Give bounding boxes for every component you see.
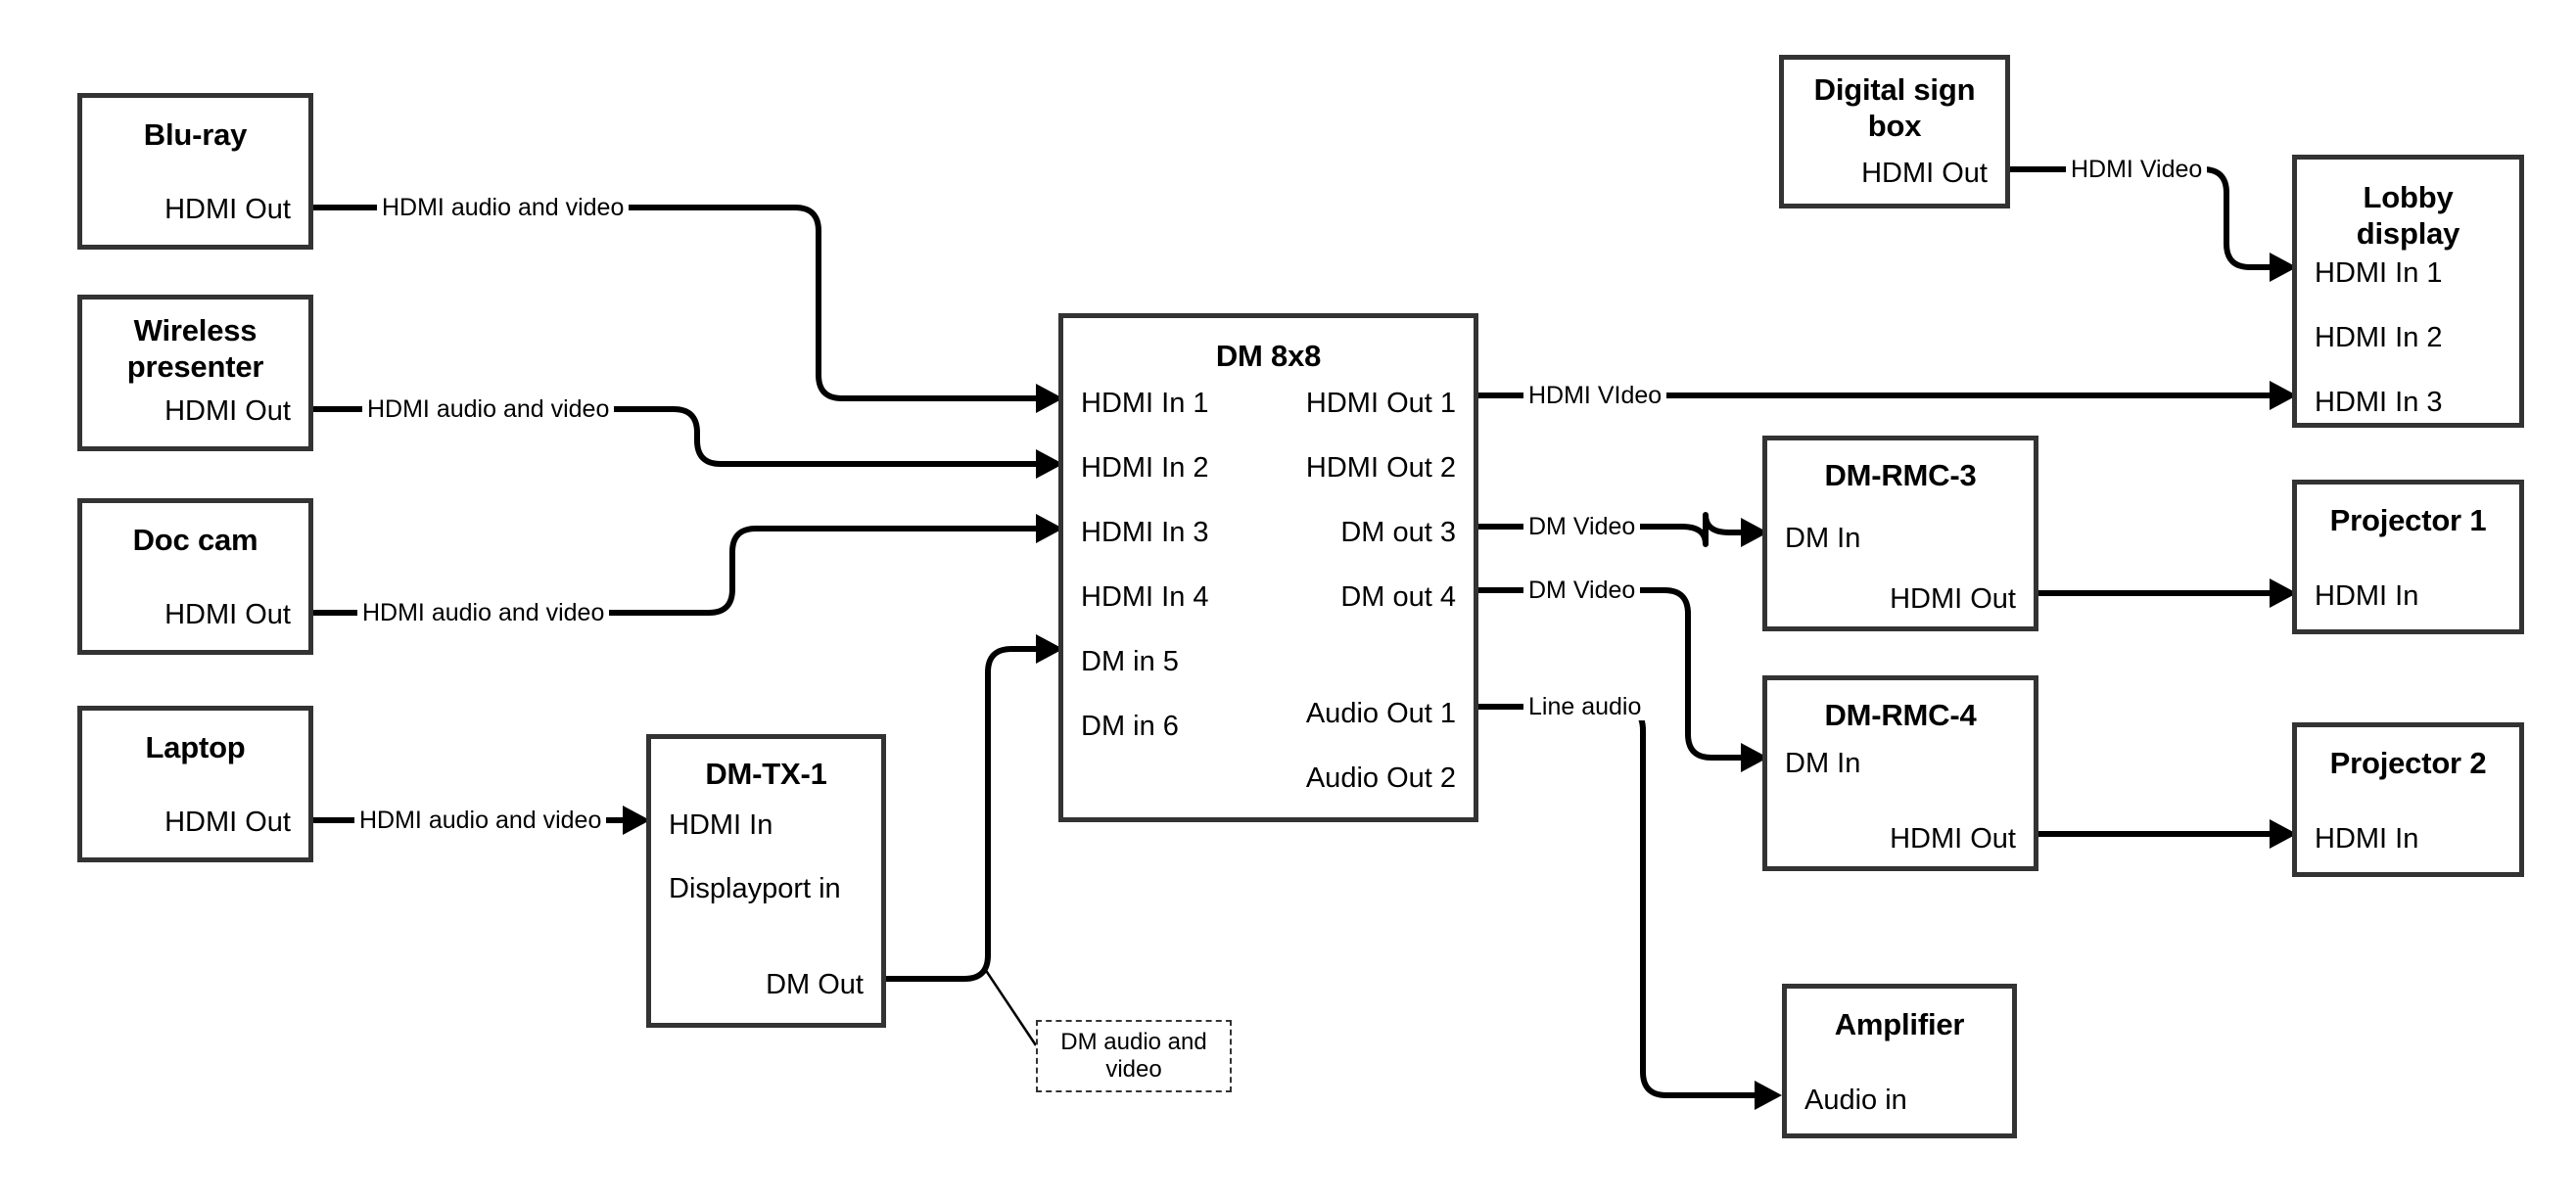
- node-lobby-display-port-hdmi-in-2[interactable]: HDMI In 2: [2315, 322, 2443, 353]
- node-lobby-display[interactable]: Lobby display HDMI In 1 HDMI In 2 HDMI I…: [2292, 155, 2524, 428]
- node-laptop-port-hdmi-out[interactable]: HDMI Out: [164, 807, 291, 838]
- node-dm-tx-1-title: DM-TX-1: [705, 757, 827, 791]
- node-dm-rmc-3-port-dm-in[interactable]: DM In: [1785, 523, 1861, 554]
- node-doc-cam-port-hdmi-out[interactable]: HDMI Out: [164, 599, 291, 630]
- node-doc-cam[interactable]: Doc cam HDMI Out: [77, 498, 313, 655]
- node-dm-tx-1[interactable]: DM-TX-1 HDMI In Displayport in DM Out: [646, 734, 886, 1028]
- node-wireless-presenter-title-line2: presenter: [126, 349, 264, 384]
- node-dm-8x8[interactable]: DM 8x8 HDMI In 1 HDMI In 2 HDMI In 3 HDM…: [1058, 313, 1478, 822]
- node-dm-tx-1-port-hdmi-in[interactable]: HDMI In: [669, 809, 773, 841]
- node-dm-8x8-port-hdmi-out-1[interactable]: HDMI Out 1: [1305, 388, 1456, 419]
- note-dm-audio-and-video: DM audio and video: [1036, 1020, 1232, 1092]
- wire-label-dm-out1: HDMI VIdeo: [1523, 382, 1667, 409]
- node-dm-rmc-3-port-hdmi-out[interactable]: HDMI Out: [1890, 583, 2016, 615]
- wire-dm-out4-to-rmc4: [1478, 587, 1749, 761]
- node-projector-1-title: Projector 1: [2329, 503, 2487, 537]
- node-dm-8x8-port-hdmi-in-3[interactable]: HDMI In 3: [1081, 517, 1209, 548]
- node-dm-tx-1-port-displayport-in[interactable]: Displayport in: [669, 873, 841, 904]
- node-dm-rmc-4-port-dm-in[interactable]: DM In: [1785, 748, 1861, 779]
- node-projector-1-port-hdmi-in[interactable]: HDMI In: [2315, 580, 2419, 612]
- node-digital-sign-box-port-hdmi-out[interactable]: HDMI Out: [1861, 158, 1988, 189]
- node-digital-sign-box-title-line2: box: [1867, 109, 1922, 143]
- node-laptop[interactable]: Laptop HDMI Out: [77, 706, 313, 862]
- node-dm-rmc-3[interactable]: DM-RMC-3 DM In HDMI Out: [1762, 436, 2038, 631]
- node-dm-rmc-4-title: DM-RMC-4: [1824, 698, 1977, 732]
- node-dm-8x8-port-dm-in-6[interactable]: DM in 6: [1081, 711, 1179, 742]
- node-dm-8x8-title: DM 8x8: [1215, 339, 1322, 373]
- node-dm-8x8-port-hdmi-out-2[interactable]: HDMI Out 2: [1305, 452, 1456, 484]
- wire-label-dm-out3: DM Video: [1523, 513, 1641, 540]
- node-lobby-display-port-hdmi-in-3[interactable]: HDMI In 3: [2315, 387, 2443, 418]
- node-digital-sign-box-title-line1: Digital sign: [1813, 72, 1976, 107]
- node-lobby-display-title-line1: Lobby: [2363, 180, 2454, 214]
- node-dm-rmc-3-title: DM-RMC-3: [1824, 458, 1977, 492]
- wire-label-doccam: HDMI audio and video: [357, 599, 610, 626]
- wire-label-wireless: HDMI audio and video: [362, 395, 615, 423]
- node-lobby-display-title-line2: display: [2356, 216, 2460, 251]
- node-dm-8x8-port-audio-out-1[interactable]: Audio Out 1: [1305, 698, 1456, 729]
- node-bluray[interactable]: Blu-ray HDMI Out: [77, 93, 313, 250]
- wire-sign-to-lobby: [2010, 166, 2277, 270]
- node-projector-1[interactable]: Projector 1 HDMI In: [2292, 480, 2524, 634]
- node-projector-2-title: Projector 2: [2329, 746, 2487, 780]
- node-lobby-display-port-hdmi-in-1[interactable]: HDMI In 1: [2315, 257, 2443, 289]
- wire-label-sign: HDMI Video: [2066, 156, 2208, 183]
- node-dm-tx-1-port-dm-out[interactable]: DM Out: [766, 969, 864, 1000]
- node-dm-8x8-port-dm-out-3[interactable]: DM out 3: [1340, 517, 1456, 548]
- node-wireless-presenter-port-hdmi-out[interactable]: HDMI Out: [164, 395, 291, 427]
- node-amplifier-title: Amplifier: [1834, 1007, 1965, 1041]
- wire-dmtx1-to-dm8x8: [886, 646, 1044, 982]
- node-wireless-presenter[interactable]: Wireless presenter HDMI Out: [77, 295, 313, 451]
- node-digital-sign-box[interactable]: Digital sign box HDMI Out: [1779, 55, 2010, 208]
- wire-label-bluray: HDMI audio and video: [377, 194, 630, 221]
- node-dm-8x8-port-hdmi-in-4[interactable]: HDMI In 4: [1081, 581, 1209, 613]
- node-dm-rmc-4-port-hdmi-out[interactable]: HDMI Out: [1890, 823, 2016, 855]
- node-dm-8x8-port-audio-out-2[interactable]: Audio Out 2: [1305, 762, 1456, 794]
- node-amplifier[interactable]: Amplifier Audio in: [1782, 984, 2017, 1138]
- node-bluray-port-hdmi-out[interactable]: HDMI Out: [164, 194, 291, 225]
- wire-label-laptop: HDMI audio and video: [354, 807, 607, 834]
- wire-dm-audio-to-amp: [1478, 704, 1762, 1098]
- node-bluray-title: Blu-ray: [143, 117, 248, 152]
- node-dm-rmc-4[interactable]: DM-RMC-4 DM In HDMI Out: [1762, 675, 2038, 871]
- wire-label-dm-audio: Line audio: [1523, 693, 1647, 720]
- node-projector-2-port-hdmi-in[interactable]: HDMI In: [2315, 823, 2419, 855]
- node-wireless-presenter-title-line1: Wireless: [133, 313, 258, 347]
- node-dm-8x8-port-dm-out-4[interactable]: DM out 4: [1340, 581, 1456, 613]
- node-projector-2[interactable]: Projector 2 HDMI In: [2292, 722, 2524, 877]
- node-dm-8x8-port-hdmi-in-1[interactable]: HDMI In 1: [1081, 388, 1209, 419]
- node-dm-8x8-port-dm-in-5[interactable]: DM in 5: [1081, 646, 1179, 677]
- leader-dm-audio-video-note: [983, 968, 1038, 1046]
- node-laptop-title: Laptop: [145, 730, 246, 764]
- wire-bluray-to-dm8x8: [313, 205, 1044, 401]
- wire-label-dm-out4: DM Video: [1523, 577, 1641, 604]
- node-dm-8x8-port-hdmi-in-2[interactable]: HDMI In 2: [1081, 452, 1209, 484]
- node-amplifier-port-audio-in[interactable]: Audio in: [1804, 1085, 1907, 1116]
- arrowhead-amp: [1755, 1081, 1782, 1110]
- node-doc-cam-title: Doc cam: [132, 523, 258, 557]
